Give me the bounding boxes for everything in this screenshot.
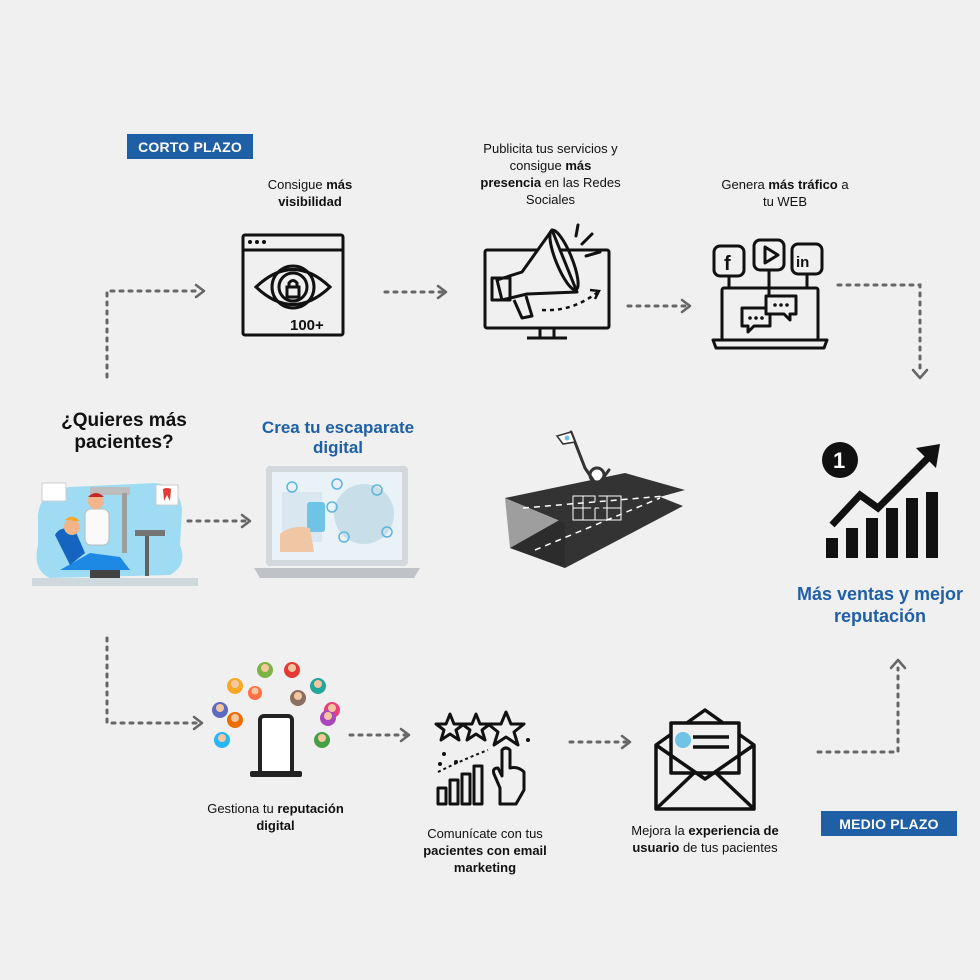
- short-term-tag: CORTO PLAZO: [127, 134, 253, 159]
- step-reputation-caption: Gestiona tu reputación digital: [207, 801, 344, 833]
- step-traffic-caption: Genera más tráfico a tu WEB: [721, 177, 849, 209]
- dentist-illustration: [32, 482, 198, 586]
- social-f-label: f: [724, 253, 731, 275]
- stars-rating-icon: [434, 710, 530, 806]
- arrow-ux-to-result: [816, 666, 900, 754]
- result-title: Más ventas y mejor reputación: [796, 584, 964, 626]
- arrow-start-to-reputation: [105, 636, 200, 725]
- medium-term-tag: MEDIO PLAZO: [821, 811, 957, 836]
- question-title: ¿Quieres más pacientes?: [61, 410, 187, 453]
- eye-browser-icon: 100+: [241, 233, 345, 337]
- phone-avatars-icon: [212, 662, 340, 777]
- eye-counter-label: 100+: [290, 317, 324, 334]
- arrow-traffic-to-result: [836, 283, 922, 374]
- step-visibility-caption: Consigue más visibilidad: [267, 177, 353, 209]
- envelope-icon: [654, 708, 756, 811]
- growth-chart-icon: 1: [822, 442, 940, 558]
- step-email-caption: Comunícate con tus pacientes con email m…: [423, 826, 547, 875]
- crossroads-icon: [505, 430, 685, 568]
- ranking-number-label: 1: [833, 448, 845, 473]
- step-social-caption: Publicita tus servicios y consigue más p…: [480, 141, 621, 207]
- center-title: Crea tu escaparate digital: [261, 418, 415, 457]
- arrow-start-to-visibility: [105, 289, 202, 379]
- laptop-social-icon: f in: [711, 238, 829, 350]
- social-in-label: in: [796, 254, 809, 271]
- step-ux-caption: Mejora la experiencia de usuario de tus …: [631, 823, 779, 855]
- showcase-laptop-image: [254, 466, 420, 578]
- megaphone-monitor-icon: [483, 223, 611, 340]
